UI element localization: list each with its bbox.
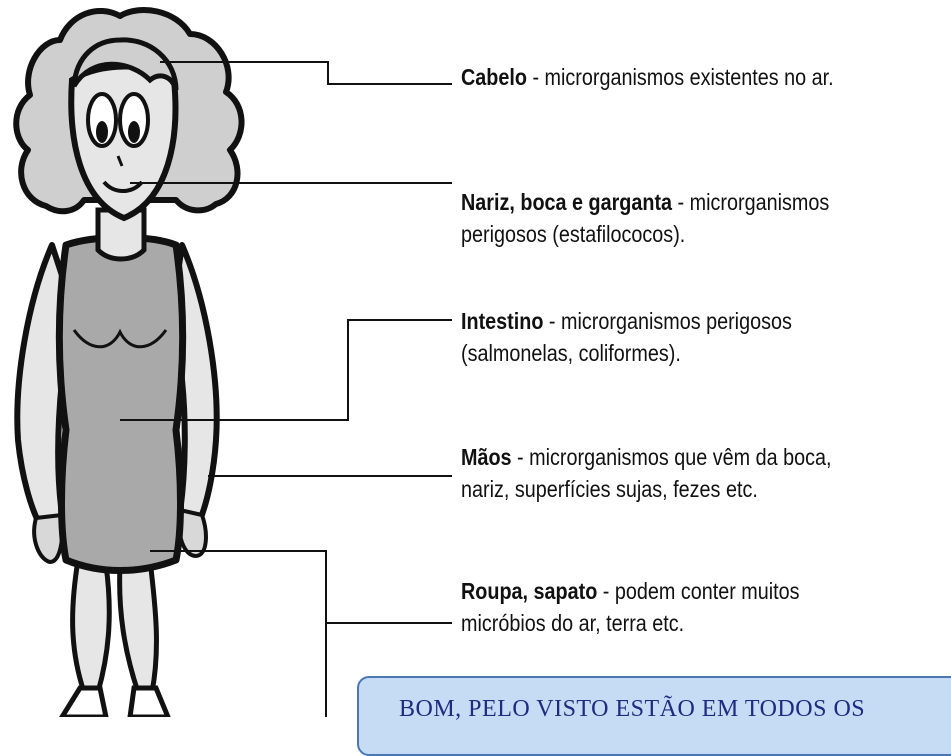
nose: [116, 155, 124, 167]
label-cabelo: Cabelo - microrganismos existentes no ar…: [461, 61, 882, 93]
leader-line-roupa: [150, 550, 327, 717]
label-roupa-desc: - podem conter muitos: [597, 578, 800, 604]
label-maos-desc: - microrganismos que vêm da boca,: [511, 444, 832, 470]
speech-callout: BOM, PELO VISTO ESTÃO EM TODOS OS: [357, 676, 951, 756]
label-maos: Mãos - microrganismos que vêm da boca, n…: [461, 441, 882, 505]
label-cabelo-desc: - microrganismos existentes no ar.: [526, 64, 834, 90]
label-intestino-desc2: (salmonelas, coliformes).: [461, 340, 681, 366]
leader-line-cabelo: [160, 61, 452, 85]
label-intestino: Intestino - microrganismos perigosos (sa…: [461, 305, 882, 369]
callout-text: BOM, PELO VISTO ESTÃO EM TODOS OS: [399, 696, 866, 722]
label-nariz-desc2: perigosos (estafilococos).: [461, 221, 686, 247]
label-roupa-desc2: micróbios do ar, terra etc.: [461, 610, 685, 636]
label-intestino-term: Intestino: [461, 308, 544, 334]
label-intestino-desc: - microrganismos perigosos: [543, 308, 792, 334]
label-maos-desc2: nariz, superfícies sujas, fezes etc.: [461, 476, 758, 502]
pupils: [96, 121, 140, 143]
woman-illustration: [13, 7, 452, 717]
eyes: [86, 92, 150, 148]
label-nariz-term: Nariz, boca e garganta: [461, 189, 673, 215]
bangs: [71, 37, 179, 91]
label-roupa-term: Roupa, sapato: [461, 578, 598, 604]
leader-lines: [120, 61, 452, 717]
mouth: [102, 180, 144, 193]
label-roupa: Roupa, sapato - podem conter muitos micr…: [461, 575, 882, 639]
dress: [55, 234, 187, 574]
neck: [95, 207, 147, 262]
legs: [70, 557, 159, 695]
bust-line: [72, 328, 168, 349]
shoes: [59, 685, 171, 717]
label-nariz: Nariz, boca e garganta - microrganismos …: [461, 186, 882, 250]
leader-line-intestino: [120, 319, 452, 421]
label-nariz-desc: - microrganismos: [672, 189, 830, 215]
label-cabelo-term: Cabelo: [461, 64, 527, 90]
label-maos-term: Mãos: [461, 444, 512, 470]
hands: [32, 507, 208, 565]
